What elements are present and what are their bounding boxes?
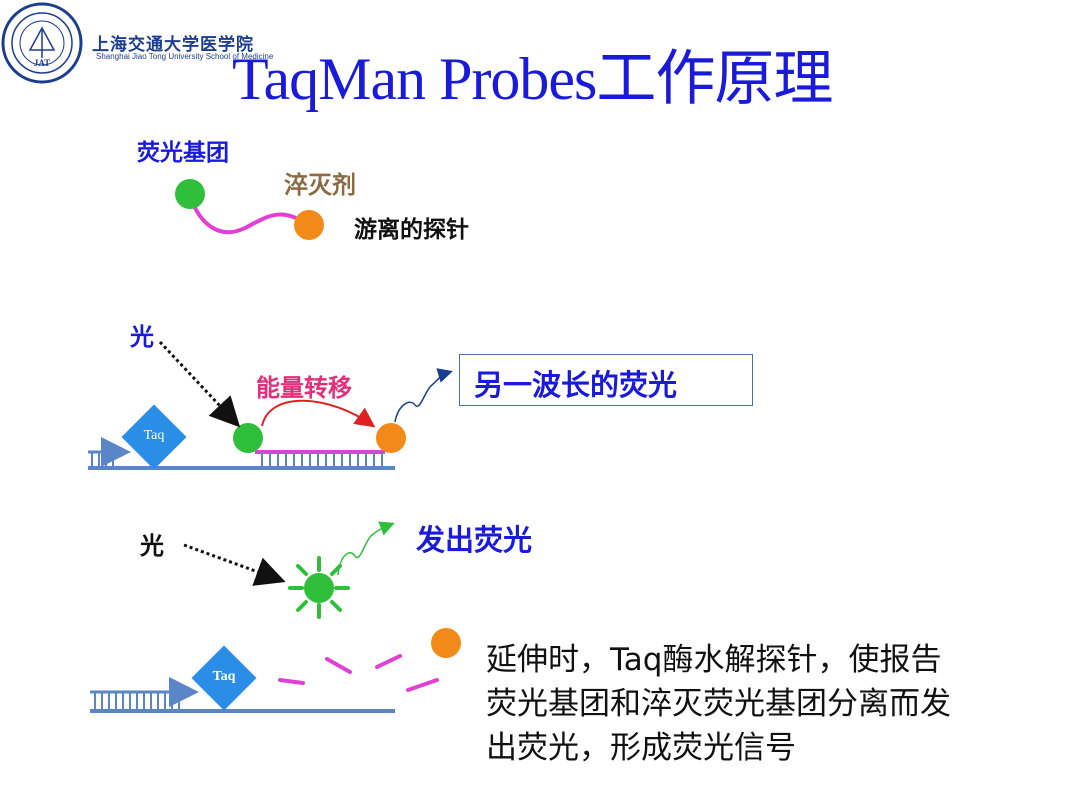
emission-wave-2 [394,368,453,423]
fluorophore-bound [233,423,263,453]
logo-english-name: Shanghai Jiao Tong University School of … [96,52,274,61]
quencher-bound [376,423,406,453]
light-label-3: 光 [140,532,164,560]
emission-wave-3 [337,521,395,576]
description-line-2: 荧光基团和淬灭荧光基团分离而发 [486,686,951,722]
primer-extension-2 [88,437,131,468]
energy-transfer-arrow [261,399,376,428]
light-label-2: 光 [130,323,154,351]
energy-transfer-label: 能量转移 [256,374,352,402]
svg-text:JAT: JAT [34,58,50,68]
quencher-released [431,628,461,658]
slide-title: TaqMan Probes工作原理 [232,46,833,112]
description-line-3: 出荧光，形成荧光信号 [486,730,796,766]
fluorescence-emitted-label: 发出荧光 [416,523,533,557]
fluorophore-free [175,179,205,209]
fluorophore-released [304,573,334,603]
light-arrow-3 [183,543,286,586]
taq-enzyme-2 [121,404,187,470]
logo-chinese-name: 上海交通大学医学院 [92,35,254,55]
primer-extension-3 [90,677,199,711]
description-text: 延伸时，Taq酶水解探针，使报告 荧光基团和淬灭荧光基团分离而发 出荧光，形成荧… [486,638,1046,770]
light-arrow-2 [158,340,241,428]
quencher-free [294,210,324,240]
quencher-label: 淬灭剂 [284,171,356,199]
free-probe-label: 游离的探针 [354,217,469,243]
cleaved-probe-fragments [278,654,439,692]
emission-label-box [459,354,753,406]
taq-label-3: Taq [212,669,236,684]
taq-enzyme-3 [191,645,257,711]
probe-rungs-2 [261,452,383,468]
taq-label-2: Taq [143,428,165,443]
emission-label: 另一波长的荧光 [474,368,678,402]
university-seal-logo: JAT [1,2,83,84]
probe-linker [188,195,310,235]
fluorophore-label: 荧光基团 [137,140,229,166]
description-line-1: 延伸时，Taq酶水解探针，使报告 [486,642,942,678]
fluorophore-glow [288,556,350,619]
